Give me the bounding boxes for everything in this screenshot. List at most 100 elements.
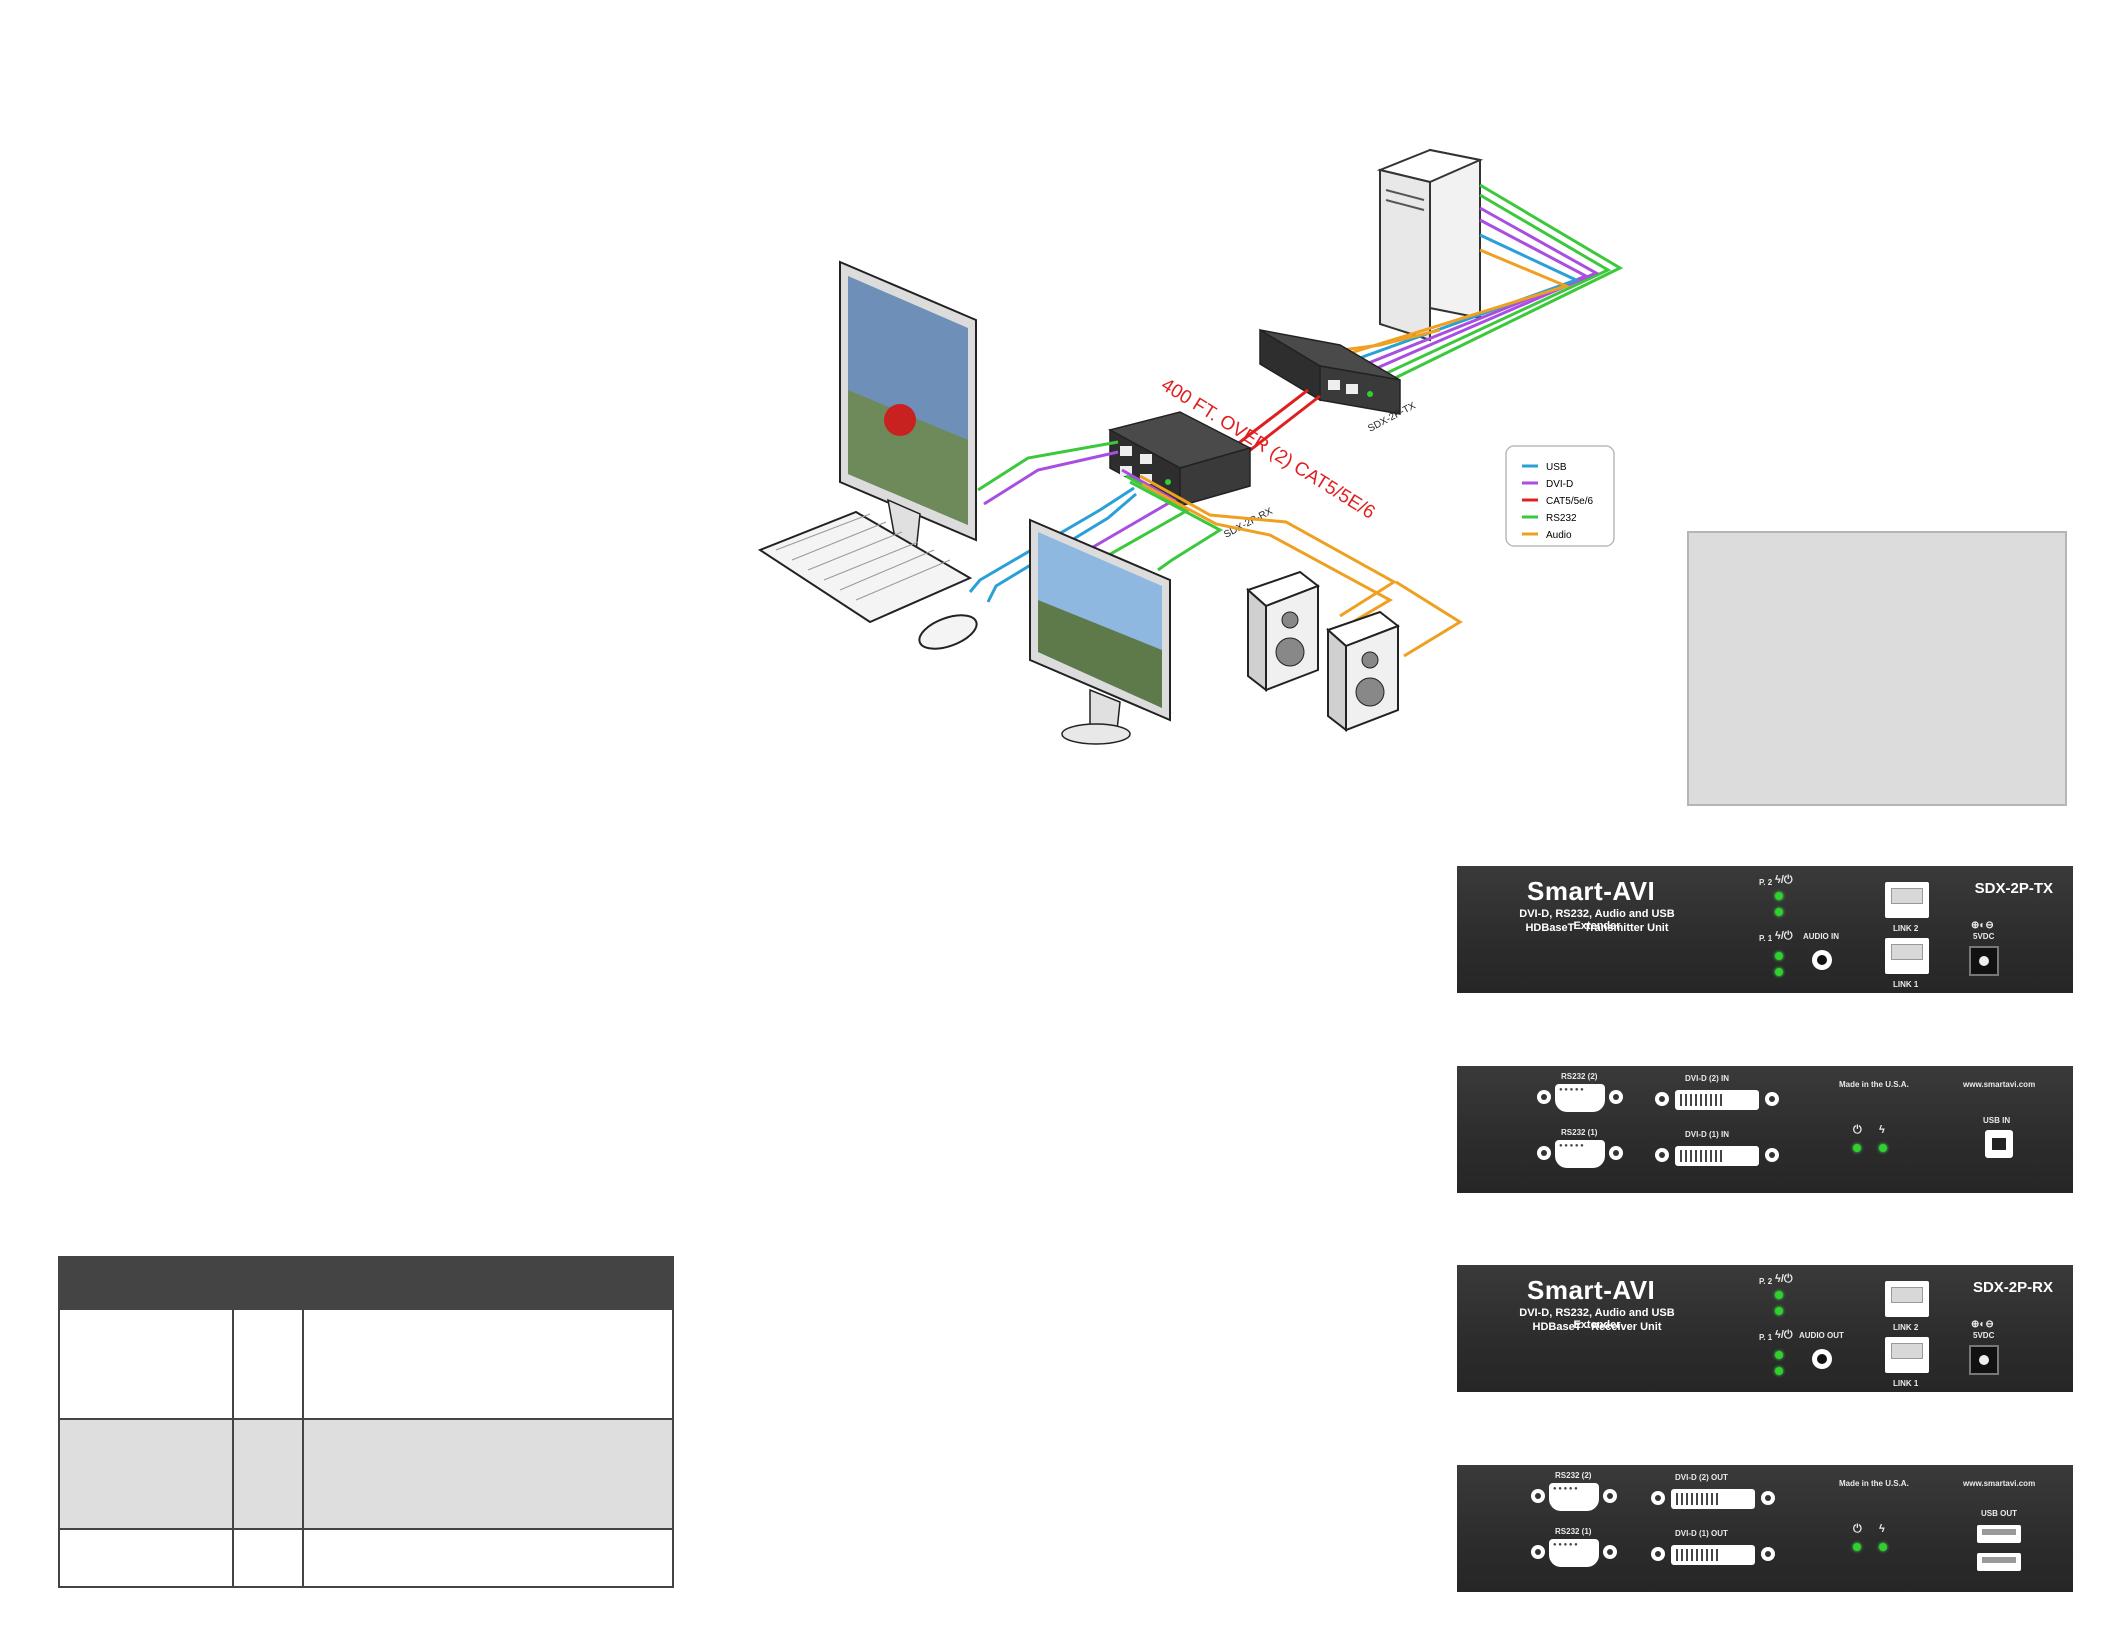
port-label: RS232 (2) [1555,1471,1592,1480]
screw-icon [1603,1489,1617,1503]
mouse-icon [918,614,978,650]
cable-legend: USB DVI-D CAT5/5e/6 RS232 Audio [1505,445,1615,547]
screw-icon [1537,1146,1551,1160]
audio-jack-icon [1812,1349,1832,1369]
status-led [1775,968,1783,976]
link-power-icon: ϟ/⏻ [1775,1273,1793,1285]
rj45-port-icon [1885,1337,1929,1373]
port-label: P. 2 [1759,1277,1773,1286]
status-led [1775,908,1783,916]
screw-icon [1651,1491,1665,1505]
link-label: LINK 2 [1893,924,1919,933]
status-led [1775,1367,1783,1375]
power-label: 5VDC [1973,932,1995,941]
table-cell [232,1418,304,1530]
screw-icon [1609,1090,1623,1104]
rx-cables [968,440,1463,658]
screw-icon [1765,1092,1779,1106]
link-label: LINK 1 [1893,1379,1919,1388]
table-cell [302,1528,674,1588]
rj45-port-icon [1885,938,1929,974]
power-label: 5VDC [1973,1331,1995,1340]
dvi-port-icon [1671,1489,1755,1509]
audio-label: AUDIO IN [1803,932,1839,941]
link-power-icon: ϟ/⏻ [1775,1329,1793,1341]
screw-icon [1531,1545,1545,1559]
dc-polarity-icon: ⊕◐⊖ [1971,920,1994,931]
table-cell [58,1418,234,1530]
screw-icon [1531,1489,1545,1503]
legend-label: DVI-D [1546,479,1573,490]
screw-icon [1761,1491,1775,1505]
table-cell [302,1308,674,1420]
status-led [1775,1307,1783,1315]
dc-power-jack-icon [1969,1345,1999,1375]
table-row [58,1418,674,1530]
keyboard-icon [757,510,973,624]
status-led [1775,892,1783,900]
port-label: RS232 (2) [1561,1072,1598,1081]
made-in-label: Made in the U.S.A. [1839,1080,1909,1089]
usb-b-port-icon [1985,1130,2013,1158]
audio-jack-icon [1812,950,1832,970]
brand-logo: Smart-AVI [1527,876,1656,906]
status-led [1775,1351,1783,1359]
spec-table [58,1256,674,1588]
usb-a-port-icon [1977,1525,2021,1543]
table-cell [232,1308,304,1420]
rj45-port-icon [1885,882,1929,918]
status-led [1775,952,1783,960]
panel-subtitle: DVI-D, RS232, Audio and USB Extender [1519,908,1675,932]
dvi-port-icon [1671,1545,1755,1565]
table-cell [58,1528,234,1588]
table-header-row [59,1257,673,1309]
usb-label: USB OUT [1981,1509,2017,1518]
serial-port-icon [1549,1483,1599,1511]
port-label: DVI-D (1) IN [1685,1130,1729,1139]
status-led [1879,1144,1887,1152]
status-led [1853,1144,1861,1152]
table-cell [58,1308,234,1420]
status-led [1879,1543,1887,1551]
website-label: www.smartavi.com [1963,1479,2036,1488]
rx-back-panel: RS232 (2) RS232 (1) DVI-D (2) OUT DVI-D … [1457,1465,2073,1592]
speaker-icon [1326,610,1401,733]
power-icon: ⏻ [1853,1124,1862,1136]
dc-power-jack-icon [1969,946,1999,976]
serial-port-icon [1549,1539,1599,1567]
link-power-icon: ϟ/⏻ [1775,874,1793,886]
screw-icon [1609,1146,1623,1160]
dvi-port-icon [1675,1090,1759,1110]
port-label: DVI-D (2) IN [1685,1074,1729,1083]
screw-icon [1651,1547,1665,1561]
image-placeholder [1687,531,2067,806]
brand-logo: Smart-AVI [1527,1275,1656,1305]
monitor-icon [1029,518,1171,745]
model-label: SDX-2P-RX [1972,1279,2053,1296]
port-label: P. 2 [1759,878,1773,887]
dc-polarity-icon: ⊕◐⊖ [1971,1319,1994,1330]
usb-a-port-icon [1977,1553,2021,1571]
screw-icon [1655,1148,1669,1162]
status-led [1775,1291,1783,1299]
table-row [58,1528,674,1588]
power-icon: ⏻ [1853,1523,1862,1535]
rj45-port-icon [1885,1281,1929,1317]
computer-tower-icon [1376,148,1484,342]
website-label: www.smartavi.com [1963,1080,2036,1089]
screw-icon [1765,1148,1779,1162]
table-row [58,1308,674,1420]
tx-unit-icon [1259,328,1401,415]
screw-icon [1537,1090,1551,1104]
port-label: DVI-D (2) OUT [1675,1473,1728,1482]
panel-subtitle: DVI-D, RS232, Audio and USB Extender [1519,1307,1675,1331]
legend-label: RS232 [1546,513,1577,524]
monitor-icon [839,260,977,554]
port-label: RS232 (1) [1555,1527,1592,1536]
dvi-port-icon [1675,1146,1759,1166]
screw-icon [1761,1547,1775,1561]
audio-label: AUDIO OUT [1799,1331,1844,1340]
serial-port-icon [1555,1140,1605,1168]
link-label: LINK 1 [1893,980,1919,989]
legend-label: Audio [1546,530,1572,541]
